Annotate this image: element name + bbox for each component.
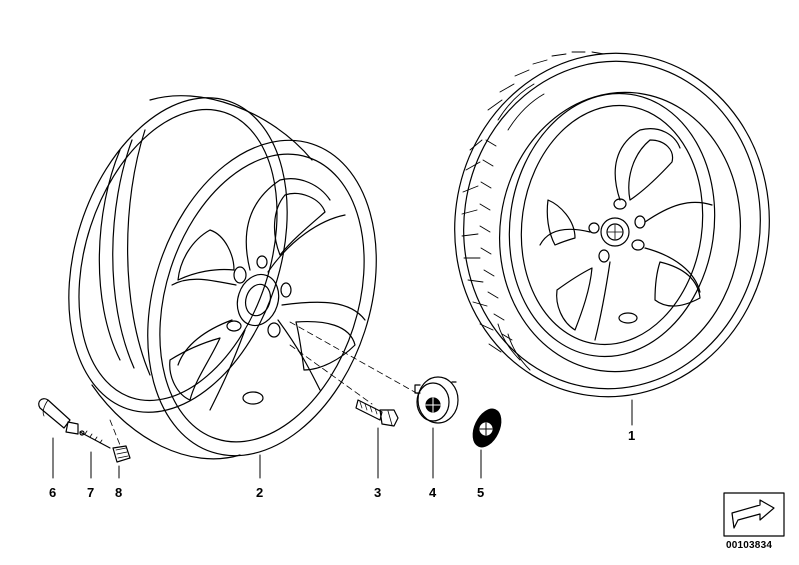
callout-7: 7 [87, 485, 95, 500]
arrow-icon [723, 492, 785, 537]
hub-cap-part-4 [414, 376, 459, 424]
valve-insert-part-7 [79, 430, 111, 449]
diagram-reference-code: 00103834 [726, 540, 773, 551]
leader-lines [52, 399, 633, 479]
callout-4: 4 [429, 485, 437, 500]
emblem-part-5 [472, 408, 502, 448]
callout-3: 3 [374, 485, 382, 500]
wheel-with-tire-part-1 [454, 51, 770, 398]
valve-part-6 [38, 398, 79, 435]
callout-8: 8 [115, 485, 123, 500]
wheel-bolt-part-3 [355, 399, 399, 427]
valve-cap-part-8 [112, 445, 131, 463]
callout-6: 6 [49, 485, 57, 500]
callout-2: 2 [256, 485, 264, 500]
rim-part-2 [68, 95, 377, 460]
callout-1: 1 [628, 428, 636, 443]
callout-5: 5 [477, 485, 485, 500]
assembly-lines [109, 321, 421, 446]
